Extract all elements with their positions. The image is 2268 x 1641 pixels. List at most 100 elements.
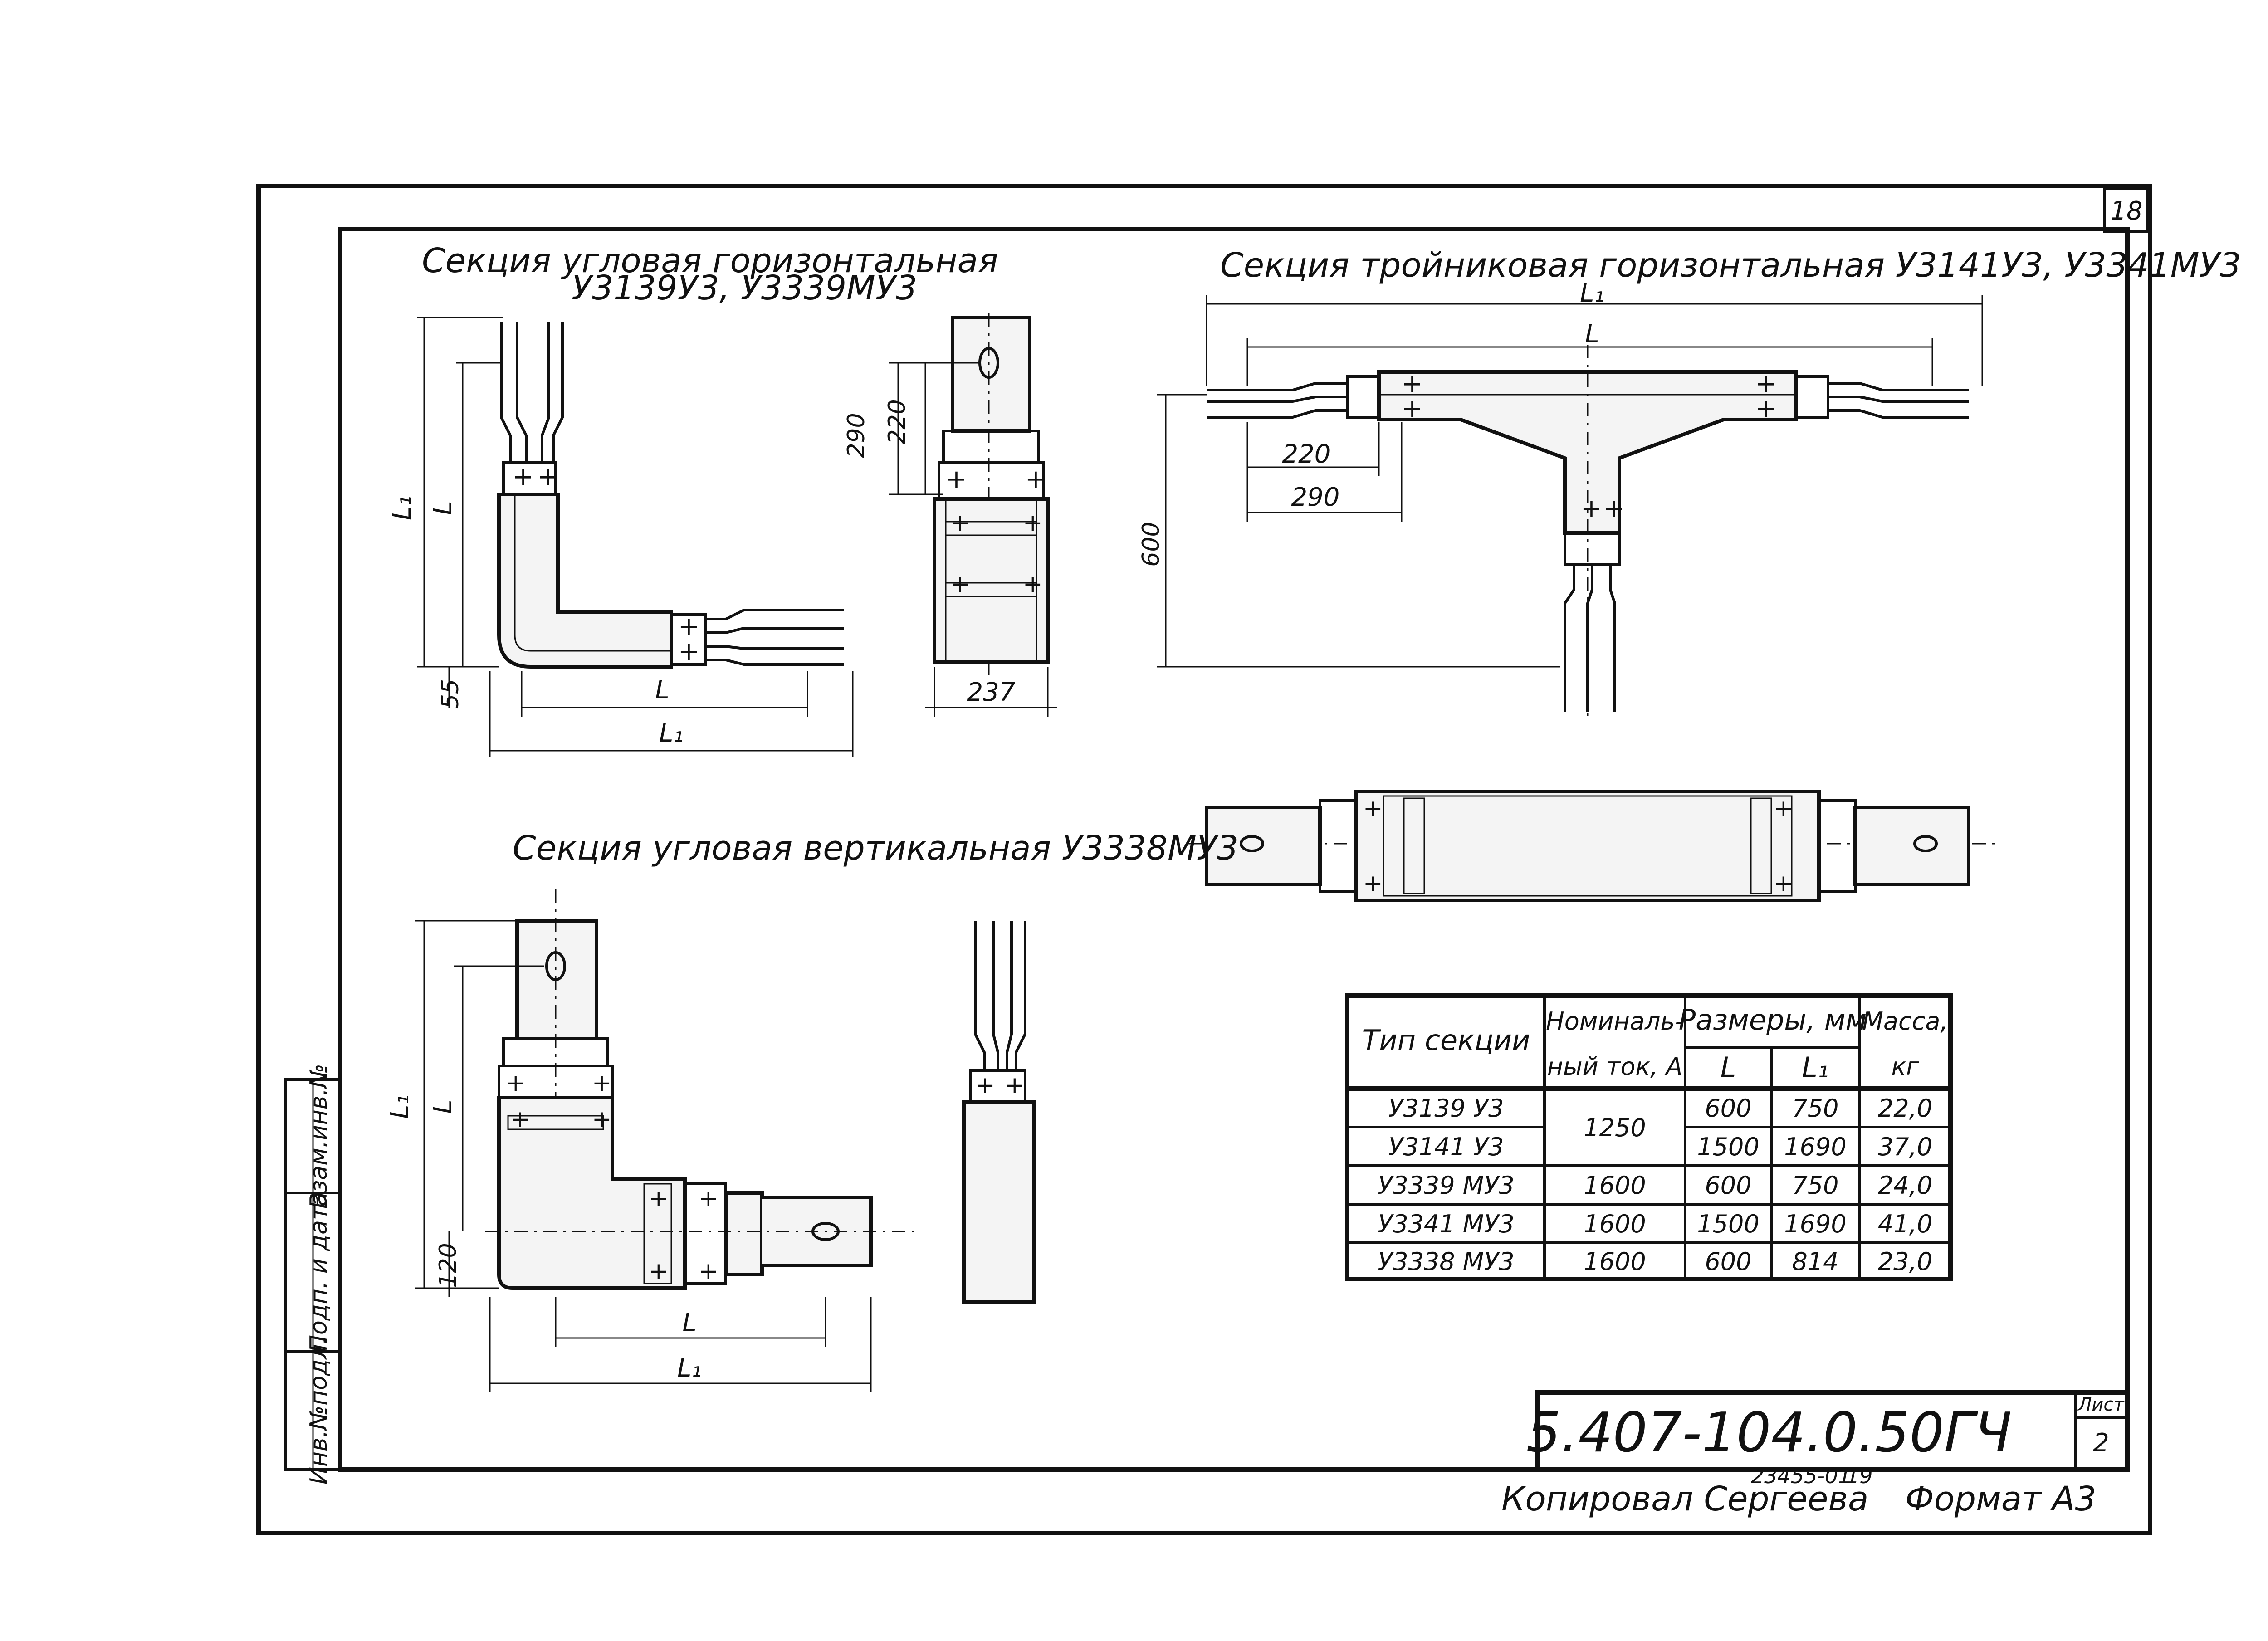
cell-L1: 1690 — [1784, 1133, 1846, 1161]
table-row: У3141 У3 1500 1690 37,0 — [1388, 1133, 1933, 1161]
svg-text:+: + — [699, 1258, 719, 1285]
view-corner-horizontal: Секция угловая горизонтальная У3139У3, У… — [387, 241, 998, 757]
cell-L: 1500 — [1697, 1133, 1759, 1161]
tee-dim-290: 290 — [1291, 483, 1340, 512]
vertical-corner-housing — [497, 1096, 687, 1290]
corner-horizontal-title-1: Секция угловая горизонтальная — [422, 241, 998, 280]
corner-housing — [497, 493, 673, 669]
svg-text:+: + — [1402, 394, 1423, 424]
sheet-frame: 18 Инв.№подл. Подп. и дата Взам.инв.№ 5.… — [256, 184, 2152, 1535]
table-row: У3339 МУ3 1600 600 750 24,0 — [1378, 1171, 1932, 1200]
tee-dim-L1: L₁ — [1580, 278, 1604, 308]
svg-text:+: + — [678, 637, 699, 666]
vert-dim-L1-bottom: L₁ — [677, 1353, 702, 1383]
svg-text:+: + — [950, 571, 970, 598]
dim-237: 237 — [967, 678, 1016, 707]
cell-L1: 750 — [1792, 1171, 1838, 1200]
svg-text:+: + — [1755, 369, 1777, 399]
th-mass-2: кг — [1892, 1052, 1920, 1081]
sheet-number: 2 — [2093, 1428, 2109, 1458]
cell-type: У3339 МУ3 — [1378, 1171, 1514, 1200]
tee-dim-220: 220 — [1282, 440, 1331, 469]
svg-text:+: + — [1023, 509, 1043, 537]
svg-text:+: + — [950, 509, 970, 537]
svg-text:+: + — [510, 1106, 530, 1133]
cell-mass: 37,0 — [1878, 1133, 1932, 1161]
cell-L1: 1690 — [1784, 1210, 1846, 1238]
copied-by: Копировал Сергеева — [1501, 1480, 1868, 1519]
svg-text:+: + — [1023, 571, 1043, 598]
cell-L: 600 — [1705, 1094, 1751, 1123]
svg-text:+: + — [1363, 795, 1383, 822]
dim-220-side: 220 — [884, 399, 911, 444]
th-L: L — [1721, 1051, 1736, 1084]
dim-290-side: 290 — [843, 413, 870, 458]
svg-text:+: + — [1581, 494, 1602, 523]
svg-text:+: + — [506, 1070, 526, 1097]
cell-L: 600 — [1705, 1247, 1751, 1276]
view-corner-horizontal-side: + + + + + + 290 220 237 — [843, 313, 1057, 717]
cell-current: 1600 — [1584, 1247, 1646, 1276]
cell-mass: 41,0 — [1878, 1210, 1932, 1238]
table-row: У3341 МУ3 1600 1500 1690 41,0 — [1378, 1210, 1932, 1238]
svg-text:+: + — [678, 612, 699, 641]
table-row: У3139 У3 1250 600 750 22,0 — [1388, 1094, 1933, 1142]
side-stamp-replace: Взам.инв.№ — [305, 1064, 332, 1209]
side-stamp-sign: Подп. и дата — [305, 1192, 332, 1353]
dim-55: 55 — [437, 679, 464, 709]
svg-text:+: + — [1402, 369, 1423, 399]
svg-text:+: + — [1363, 870, 1383, 897]
svg-text:+: + — [538, 462, 559, 492]
corner-vertical-title: Секция угловая вертикальная У3338МУ3 — [513, 829, 1238, 868]
document-code: 5.407-104.0.50ГЧ — [1526, 1402, 2012, 1465]
dim-L-bottom: L — [655, 675, 669, 705]
tee-dim-600: 600 — [1138, 522, 1165, 567]
svg-text:+: + — [1603, 494, 1625, 523]
cell-L1: 750 — [1792, 1094, 1838, 1123]
th-mass-1: Масса, — [1862, 1007, 1948, 1035]
svg-text:+: + — [592, 1106, 612, 1133]
vert-dim-L-bottom: L — [682, 1308, 696, 1338]
cell-mass: 23,0 — [1878, 1247, 1932, 1276]
table-row: У3338 МУ3 1600 600 814 23,0 — [1378, 1247, 1932, 1276]
svg-text:+: + — [1755, 394, 1777, 424]
copy-number: 23455-01 — [1751, 1464, 1851, 1488]
th-current-1: Номиналь- — [1546, 1007, 1684, 1035]
cell-type: У3341 МУ3 — [1378, 1210, 1514, 1238]
view-corner-vertical: Секция угловая вертикальная У3338МУ3 ++ … — [385, 829, 1238, 1392]
cell-current: 1600 — [1584, 1210, 1646, 1238]
th-L1: L₁ — [1802, 1051, 1828, 1084]
view-corner-vertical-side: ++ — [962, 921, 1036, 1304]
cell-type: У3141 У3 — [1388, 1133, 1504, 1161]
view-straight-plan: ++ ++ — [1188, 790, 1996, 902]
page-number: 18 — [2110, 196, 2142, 226]
dim-L1-bottom: L₁ — [659, 718, 684, 748]
tee-dim-L: L — [1585, 319, 1599, 349]
svg-text:+: + — [1025, 464, 1046, 494]
sheet-label: Лист — [2077, 1394, 2125, 1415]
cell-L: 1500 — [1697, 1210, 1759, 1238]
svg-text:+: + — [1774, 870, 1794, 897]
svg-text:+: + — [513, 462, 534, 492]
th-type: Тип секции — [1362, 1024, 1530, 1057]
cell-current: 1600 — [1584, 1171, 1646, 1200]
th-sizes: Размеры, мм — [1679, 1003, 1867, 1036]
svg-text:+: + — [946, 464, 967, 494]
spec-table: Тип секции Номиналь- ный ток, А Размеры,… — [1345, 993, 1953, 1281]
copy-sheet: 19 — [1846, 1464, 1873, 1488]
corner-horizontal-title-2: У3139У3, У3339МУ3 — [572, 269, 917, 308]
cell-mass: 24,0 — [1878, 1171, 1932, 1200]
vert-dim-L: L — [428, 1099, 458, 1114]
svg-text:+: + — [649, 1185, 669, 1212]
side-stamp-inv: Инв.№подл. — [305, 1337, 332, 1485]
dim-L1-left: L₁ — [387, 496, 417, 520]
tee-horizontal-title: Секция тройниковая горизонтальная У3141У… — [1220, 246, 2241, 285]
cell-mass: 22,0 — [1878, 1094, 1932, 1123]
svg-text:+: + — [975, 1072, 995, 1099]
format-label: Формат А3 — [1905, 1480, 2096, 1519]
vert-dim-120: 120 — [435, 1243, 462, 1288]
th-current-2: ный ток, А — [1547, 1052, 1683, 1081]
cell-L: 600 — [1705, 1171, 1751, 1200]
svg-text:+: + — [1005, 1072, 1025, 1099]
